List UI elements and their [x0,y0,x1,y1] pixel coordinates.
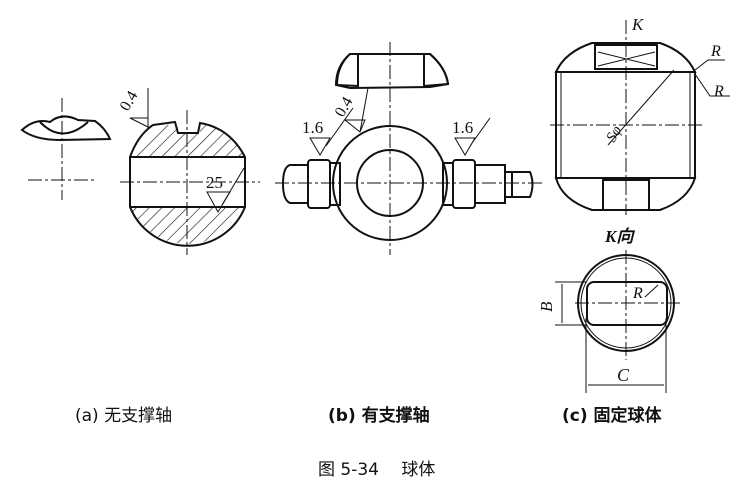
caption-b: (b) 有支撑轴 [328,405,430,426]
label-k: K [631,15,645,34]
roughness-label-mid: 0.4 [332,94,357,120]
roughness-label-bore: 25 [206,173,223,192]
roughness-label-top: 0.4 [117,88,142,114]
k-view-label: K向 [604,227,635,246]
roughness-label-left: 1.6 [302,118,323,137]
figure-c-fixed-ball: K R R Sφ K向 B C R [537,15,730,393]
figure-title: 图 5-34 球体 [318,460,435,480]
label-r-slot: R [632,285,643,302]
caption-c: (c) 固定球体 [562,405,663,426]
label-sphere-diameter: Sφ [604,123,626,145]
caption-a: (a) 无支撑轴 [75,406,172,426]
roughness-label-right: 1.6 [452,118,473,137]
label-r-inner: R [713,83,724,100]
figure-b-supported-shaft: 1.6 0.4 1.6 [275,42,545,255]
label-c: C [617,365,630,385]
label-r-outer: R [710,43,721,60]
label-b: B [537,301,556,312]
figure-a-unsupported-shaft: 0.4 25 [20,88,260,255]
